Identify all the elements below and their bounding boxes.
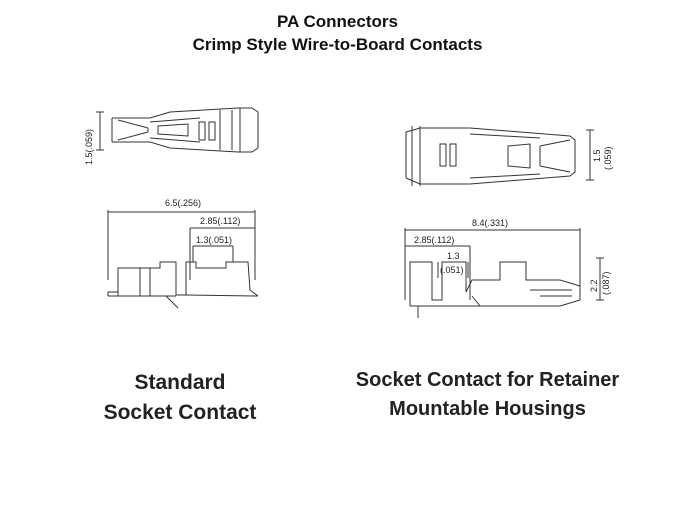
right-caption-line2: Mountable Housings [389,398,586,420]
right-top-view [405,126,594,186]
left-caption: Standard Socket Contact [60,368,300,428]
right-side-dim-a: 2.2 [589,279,599,292]
right-caption-line1: Socket Contact for Retainer [355,369,620,391]
right-mid-dim: 2.85(.112) [414,235,454,245]
left-small-dim: 1.3(.051) [196,235,232,245]
left-side-view [107,210,259,309]
right-length-dim: 8.4(.331) [472,218,508,228]
page-subtitle: Crimp Style Wire-to-Board Contacts [192,35,483,54]
right-small-dim-b: (.051) [440,265,464,275]
right-top-height-dim-b: (.059) [603,146,613,170]
left-top-height-dim: 1.5(.059) [84,129,94,165]
right-side-dim-b: (.087) [601,271,611,295]
left-caption-line1: Standard [134,371,226,394]
right-top-height-dim-a: 1.5 [592,149,602,162]
right-side-view [404,228,604,318]
right-small-dim-a: 1.3 [447,251,460,261]
left-mid-dim: 2.85(.112) [200,216,240,226]
left-caption-line2: Socket Contact [103,401,257,424]
right-caption: Socket Contact for Retainer Mountable Ho… [320,366,655,424]
page-title: PA Connectors [277,12,398,31]
left-top-view [96,107,259,153]
left-length-dim: 6.5(.256) [165,198,201,208]
